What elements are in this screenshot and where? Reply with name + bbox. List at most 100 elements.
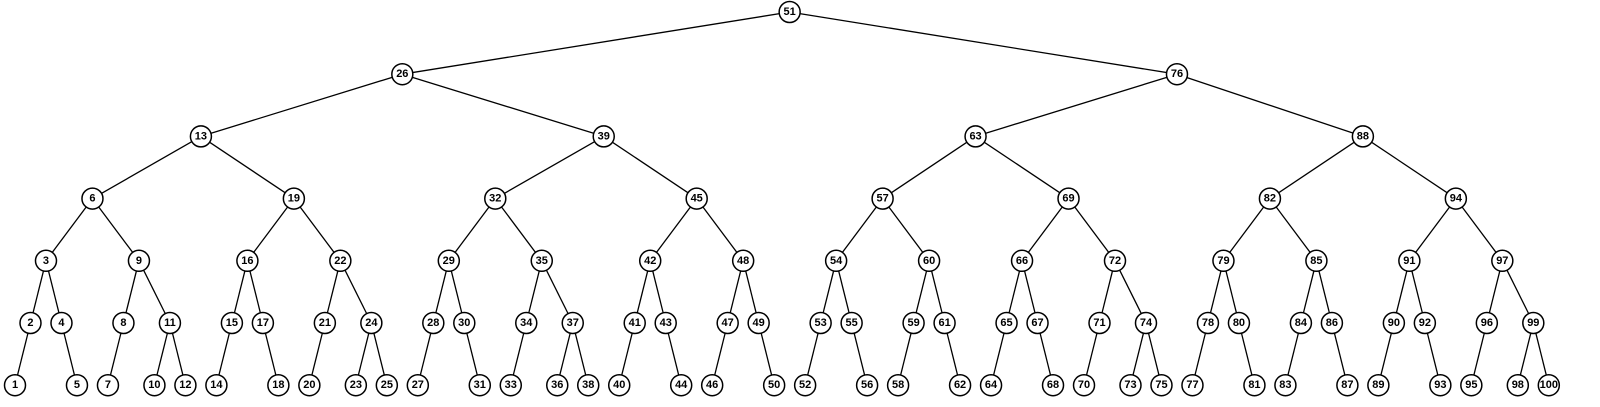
tree-node-63: 63 [964,125,987,148]
node-label: 69 [1062,193,1074,205]
node-circle [1258,187,1282,210]
tree-node-66: 66 [1010,249,1034,273]
node-label: 21 [319,317,331,329]
node-circle [669,373,693,397]
edge-63-69 [975,135,1069,200]
edge-39-45 [603,135,698,200]
node-circle [1150,373,1173,397]
tree-node-79: 79 [1212,249,1235,273]
node-label: 70 [1078,379,1090,391]
tree-node-78: 78 [1196,311,1220,335]
edge-76-63 [975,73,1178,138]
tree-node-4: 4 [50,311,73,335]
tree-node-15: 15 [220,311,244,335]
node-circle [1134,311,1158,335]
node-label: 100 [1540,379,1558,391]
node-label: 22 [334,255,346,267]
node-label: 48 [737,255,749,267]
edge-72-74 [1114,260,1147,324]
node-circle [1351,125,1375,148]
node-circle [1320,311,1344,335]
node-circle [313,311,337,335]
node-circle [716,311,739,335]
tree-node-34: 34 [515,311,538,335]
tree-node-100: 100 [1537,373,1561,397]
tree-node-19: 19 [282,187,306,210]
tree-node-69: 69 [1057,187,1080,210]
tree-node-31: 31 [468,373,492,397]
node-circle [236,249,259,273]
tree-node-59: 59 [902,311,925,335]
node-label: 40 [613,379,625,391]
tree-node-24: 24 [360,311,383,335]
node-label: 32 [489,193,501,205]
tree-node-50: 50 [762,373,786,397]
node-label: 1 [12,379,18,391]
node-label: 29 [443,255,455,267]
node-label: 43 [660,317,672,329]
node-label: 23 [350,379,362,391]
node-label: 61 [938,317,950,329]
tree-node-17: 17 [251,311,275,335]
edge-6-9 [91,198,140,262]
node-label: 98 [1512,379,1524,391]
tree-node-76: 76 [1165,62,1189,86]
node-circle [902,311,925,335]
tree-node-57: 57 [871,187,894,210]
tree-node-33: 33 [499,373,523,397]
edge-22-24 [339,260,372,324]
tree-node-73: 73 [1119,373,1142,397]
node-label: 18 [272,379,284,391]
node-label: 8 [120,317,126,329]
node-circle [700,373,724,397]
node-label: 28 [427,317,439,329]
tree-node-91: 91 [1398,249,1421,273]
node-circle [81,187,104,210]
node-circle [1537,373,1561,397]
node-label: 99 [1527,317,1539,329]
node-circle [282,187,306,210]
node-label: 68 [1047,379,1059,391]
tree-node-93: 93 [1429,373,1452,397]
node-circle [1398,249,1421,273]
tree-node-86: 86 [1320,311,1344,335]
node-circle [50,311,73,335]
tree-node-52: 52 [793,373,817,397]
tree-node-14: 14 [205,373,228,397]
node-label: 80 [1233,317,1245,329]
node-circle [1382,311,1406,335]
node-circle [1460,373,1483,397]
node-circle [484,187,507,210]
node-label: 13 [195,130,207,142]
node-circle [623,311,646,335]
node-circle [964,125,987,148]
tree-node-81: 81 [1243,373,1266,397]
node-circle [65,373,89,397]
node-circle [762,373,786,397]
tree-node-38: 38 [576,373,600,397]
tree-node-67: 67 [1026,311,1049,335]
node-label: 39 [598,130,610,142]
node-label: 27 [412,379,424,391]
node-circle [34,249,58,273]
node-circle [886,373,910,397]
edge-19-16 [246,198,295,262]
tree-node-43: 43 [654,311,677,335]
node-label: 71 [1093,317,1105,329]
node-label: 92 [1419,317,1431,329]
node-circle [344,373,368,397]
node-circle [468,373,492,397]
node-label: 73 [1124,379,1136,391]
node-label: 26 [396,68,408,80]
tree-node-71: 71 [1088,311,1111,335]
tree-node-55: 55 [840,311,863,335]
node-label: 38 [582,379,594,391]
node-label: 44 [675,379,688,391]
node-circle [1243,373,1266,397]
tree-node-32: 32 [484,187,507,210]
tree-node-56: 56 [855,373,879,397]
node-circle [1165,62,1189,86]
node-circle [607,373,631,397]
node-label: 95 [1465,379,1477,391]
node-circle [1506,373,1530,397]
